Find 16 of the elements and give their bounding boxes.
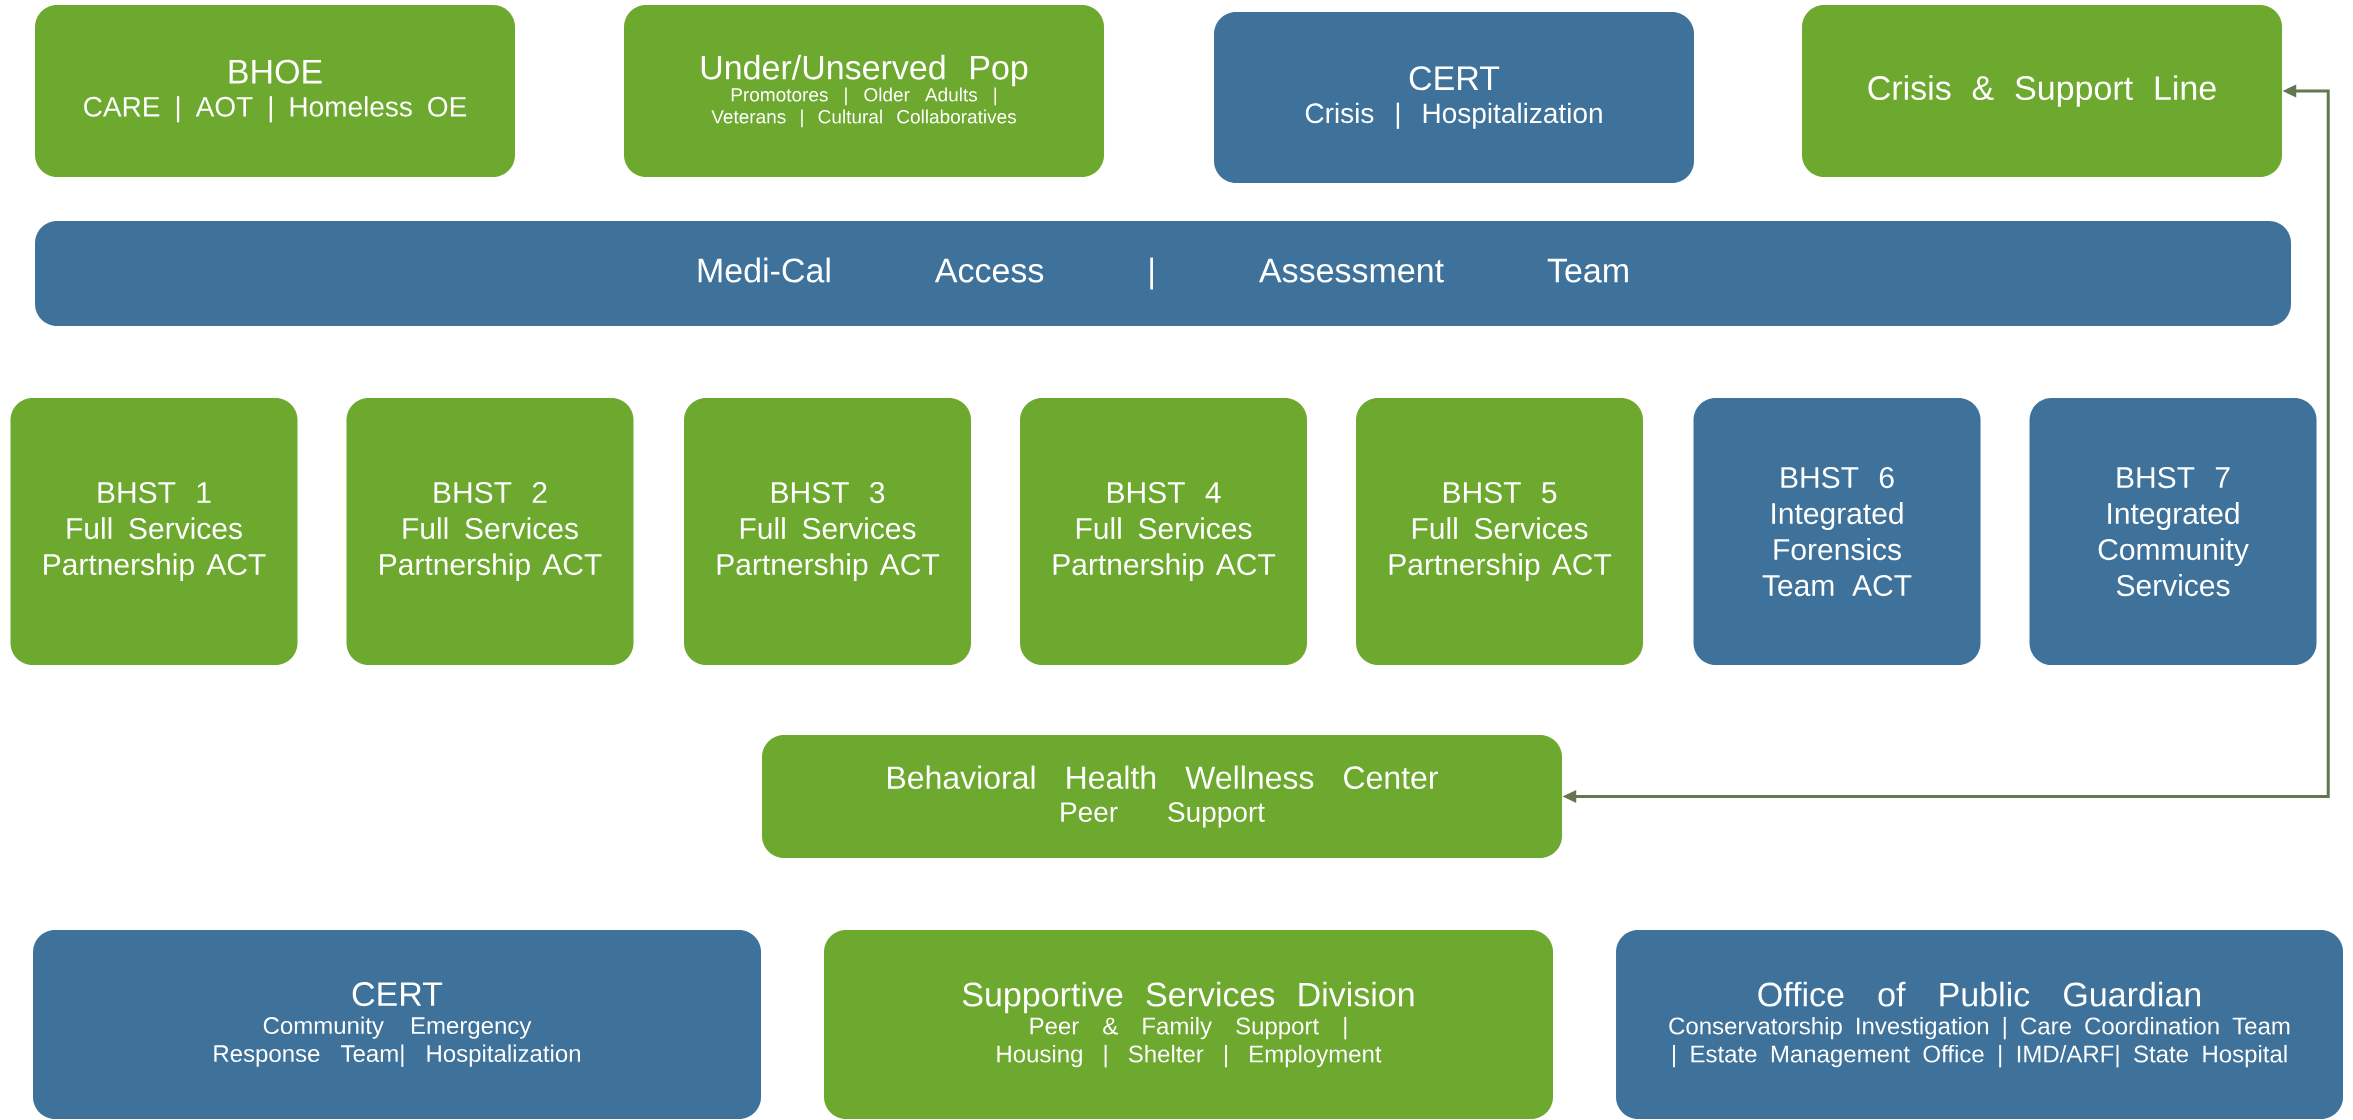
service-box: Supportive Services Division Peer & Family Support | Housing | Shelter | Employment xyxy=(824,930,1553,1119)
service-box: Under/Unserved Pop Promotores | Older Adults | Veterans | Cultural Collaboratives xyxy=(624,5,1104,177)
service-box: CERT Community Emergency Response Team| Hospitalization xyxy=(33,930,761,1119)
service-box: BHST 7 Integrated Community Services xyxy=(2029,398,2317,665)
service-box: BHST 5 Full Services Partnership ACT xyxy=(1356,398,1643,665)
service-box: BHOE CARE | AOT | Homeless OE xyxy=(35,5,515,177)
service-box: BHST 4 Full Services Partnership ACT xyxy=(1020,398,1307,665)
service-box: BHST 2 Full Services Partnership ACT xyxy=(346,398,634,665)
service-box: BHST 1 Full Services Partnership ACT xyxy=(10,398,298,665)
service-box: BHST 6 Integrated Forensics Team ACT xyxy=(1693,398,1981,665)
service-box: Behavioral Health Wellness Center Peer Support xyxy=(762,735,1562,858)
service-box: Medi-Cal Access | Assessment Team xyxy=(35,221,2291,326)
service-box: Office of Public Guardian Conservatorship Investigation | Care Coordination Team | Estate Management Office | IMD/ARF| State Hospital xyxy=(1616,930,2344,1119)
service-box: CERT Crisis | Hospitalization xyxy=(1214,12,1694,183)
service-box: BHST 3 Full Services Partnership ACT xyxy=(684,398,971,665)
service-box: Crisis & Support Line xyxy=(1802,5,2282,177)
